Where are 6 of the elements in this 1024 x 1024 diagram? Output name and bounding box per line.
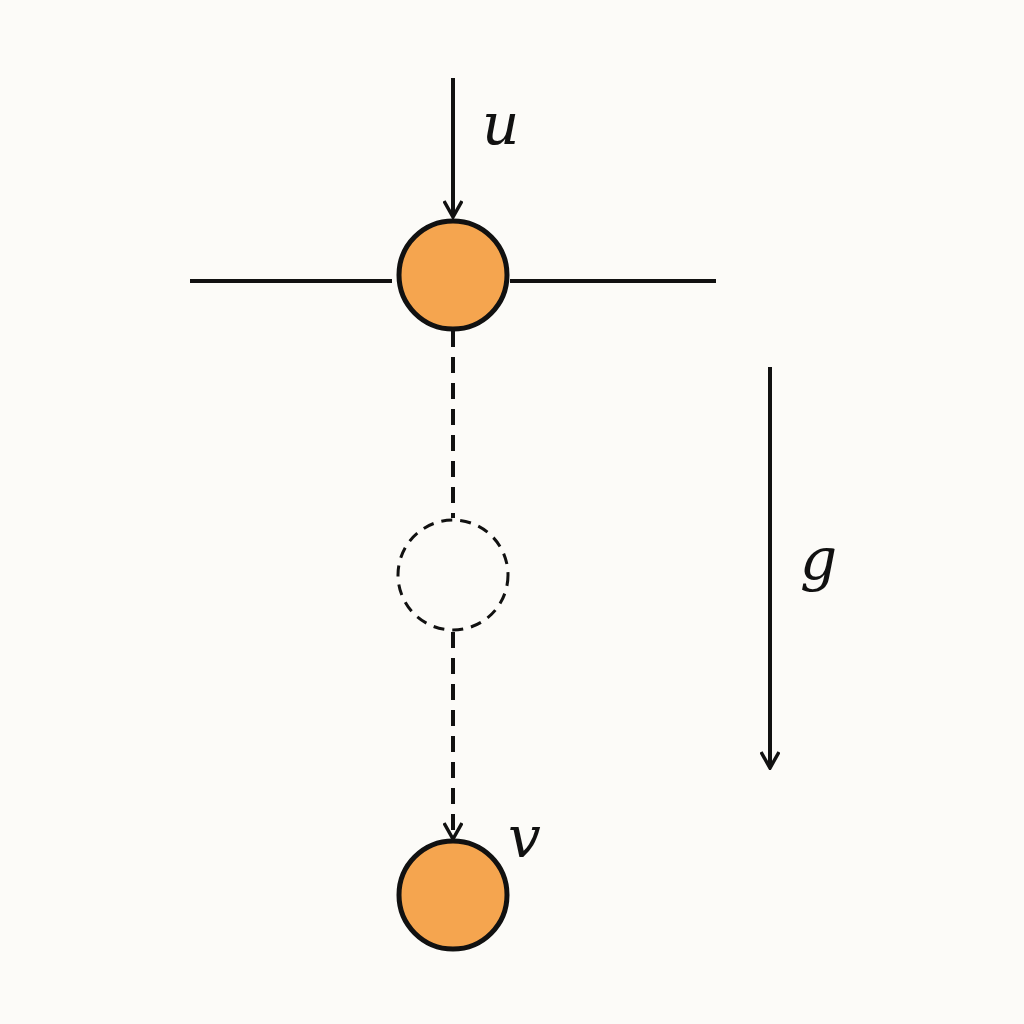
velocity-label: v (508, 808, 541, 866)
arrow (442, 78, 464, 219)
ball (396, 218, 510, 332)
ball (396, 838, 510, 952)
dashed-arrow (442, 632, 464, 841)
dashed-circle (395, 517, 511, 633)
